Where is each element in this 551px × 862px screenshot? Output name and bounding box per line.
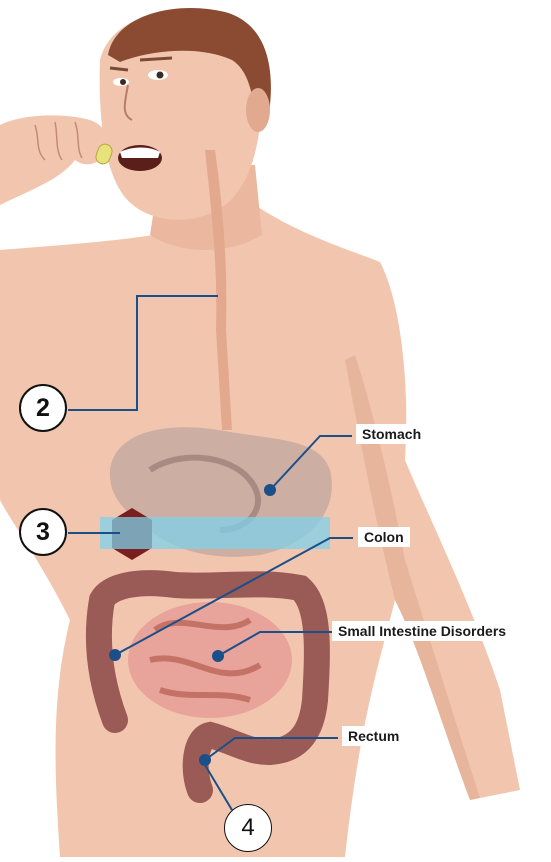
callout-2: 2: [19, 384, 67, 432]
hand: [0, 115, 109, 205]
small-intestine-dot: [212, 650, 224, 662]
callout-3: 3: [19, 508, 67, 556]
label-rectum: Rectum: [342, 726, 405, 746]
capsule-band: [100, 517, 330, 549]
label-small-intestine: Small Intestine Disorders: [332, 621, 512, 641]
stomach-dot: [264, 484, 276, 496]
callout-4: 4: [224, 804, 272, 852]
ear: [246, 88, 270, 132]
label-stomach: Stomach: [356, 424, 427, 444]
colon-dot: [109, 649, 121, 661]
label-colon: Colon: [358, 527, 410, 547]
rectum-dot: [199, 754, 211, 766]
